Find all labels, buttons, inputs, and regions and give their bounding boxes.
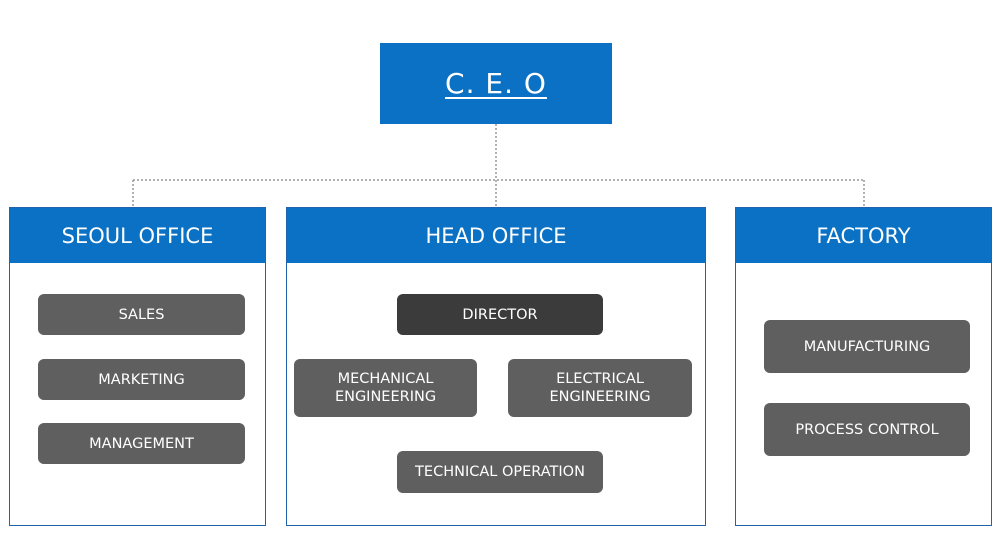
electrical-engineering-label: ELECTRICAL ENGINEERING bbox=[549, 371, 651, 405]
technical-operation-label: TECHNICAL OPERATION bbox=[415, 464, 585, 480]
seoul-office-panel: SEOUL OFFICE bbox=[9, 207, 266, 526]
director-label: DIRECTOR bbox=[462, 306, 538, 323]
electrical-engineering-box: ELECTRICAL ENGINEERING bbox=[508, 359, 692, 417]
ceo-label: C. E. O bbox=[445, 67, 547, 100]
manufacturing-label: MANUFACTURING bbox=[803, 338, 931, 355]
mechanical-engineering-box: MECHANICAL ENGINEERING bbox=[294, 359, 477, 417]
factory-title: FACTORY bbox=[736, 208, 991, 263]
marketing-label: MARKETING bbox=[98, 371, 185, 388]
mechanical-engineering-label: MECHANICAL ENGINEERING bbox=[334, 371, 437, 405]
sales-label: SALES bbox=[118, 306, 165, 323]
ceo-box: C. E. O bbox=[380, 43, 612, 124]
technical-operation-box: TECHNICAL OPERATION bbox=[397, 451, 603, 493]
seoul-office-title: SEOUL OFFICE bbox=[10, 208, 265, 263]
sales-box: SALES bbox=[38, 294, 245, 335]
head-office-title: HEAD OFFICE bbox=[287, 208, 705, 263]
process-control-box: PROCESS CONTROL bbox=[764, 403, 970, 456]
process-control-label: PROCESS CONTROL bbox=[795, 421, 939, 438]
manufacturing-box: MANUFACTURING bbox=[764, 320, 970, 373]
management-label: MANAGEMENT bbox=[89, 435, 194, 452]
management-box: MANAGEMENT bbox=[38, 423, 245, 464]
director-box: DIRECTOR bbox=[397, 294, 603, 335]
marketing-box: MARKETING bbox=[38, 359, 245, 400]
